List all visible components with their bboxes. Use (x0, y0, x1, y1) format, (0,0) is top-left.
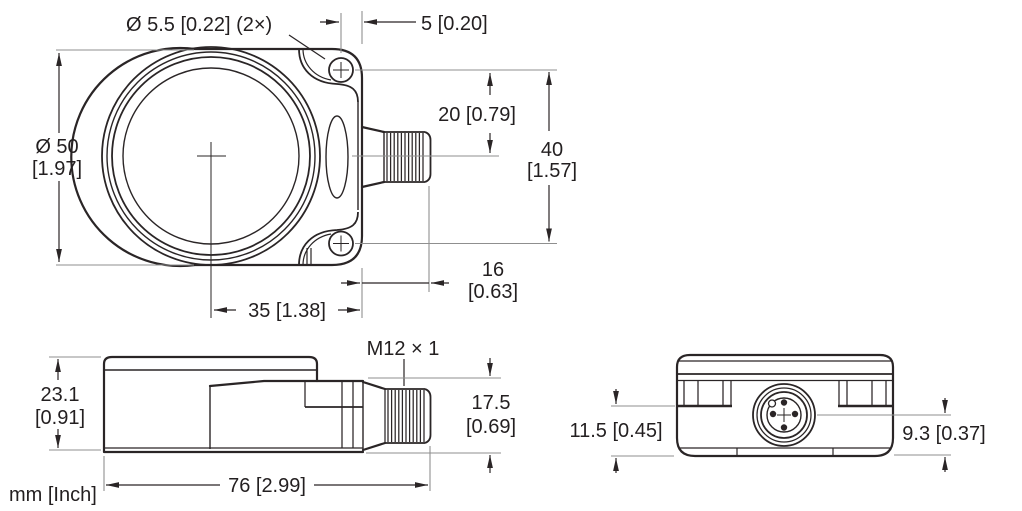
front-body-outline (70, 46, 364, 268)
corner-pocket-bottom (298, 211, 359, 266)
threads-front (386, 133, 424, 181)
corner-pocket-top-inner (302, 48, 332, 81)
thread-label: M12 × 1 (367, 338, 440, 386)
mounting-hole-top (328, 57, 354, 83)
dim-body-height: 23.1 [0.91] (35, 356, 101, 451)
dim-connector-length-inch: [0.63] (468, 281, 518, 303)
side-cap-outline (102, 355, 319, 372)
dim-connector-height-inch: [0.69] (466, 416, 516, 438)
mounting-flange-left (677, 381, 732, 408)
dim-connector-height-value: 17.5 (472, 392, 511, 414)
dim-mounting-holes-label: Ø 5.5 [0.22] (2×) (126, 14, 272, 36)
mounting-hole-bottom (328, 230, 354, 257)
dim-connector-length-value: 16 (482, 259, 504, 281)
thread-label-text: M12 × 1 (367, 338, 440, 360)
side-slot (325, 115, 349, 199)
dim-flange-height-value: 11.5 [0.45] (569, 420, 662, 442)
mounting-flange-right (838, 381, 893, 408)
threads-side (387, 390, 425, 442)
dim-center-to-edge: 35 [1.38] (214, 300, 360, 322)
connector-side (361, 380, 432, 452)
connector-rear-face (752, 383, 816, 447)
dim-body-height-value: 23.1 (41, 384, 80, 406)
dim-hole-to-edge: 5 [0.20] (320, 11, 488, 53)
pin-2 (769, 410, 777, 418)
pin-4 (780, 424, 788, 431)
dim-body-length: 76 [2.99] (103, 446, 431, 497)
side-view: M12 × 1 23.1 [0.91] 76 [2.99] 17.5 [0.69… (35, 338, 516, 497)
dim-connector-offset-value: 9.3 [0.37] (902, 423, 985, 445)
center-crosshair (197, 142, 226, 318)
pin-1 (780, 399, 788, 406)
rear-view: 11.5 [0.45] 9.3 [0.37] (569, 353, 986, 473)
connector-front (360, 125, 432, 189)
dim-mounting-holes: Ø 5.5 [0.22] (2×) (126, 14, 326, 60)
bottom-edge-seam (306, 248, 312, 264)
dim-face-diameter: Ø 50 [1.97] (32, 49, 194, 266)
corner-pocket-top (298, 48, 359, 103)
dim-hole-spacing-value: 40 (541, 139, 563, 161)
front-view: Ø 50 [1.97] Ø 5.5 [0.22] (2×) 5 [0.20] 2… (32, 11, 577, 322)
units-note: mm [Inch] (9, 484, 97, 506)
dim-connector-length: 16 [0.63] (341, 186, 518, 318)
dim-hole-spacing: 40 [1.57] (355, 72, 577, 245)
rear-body-outline (675, 353, 895, 458)
corner-pocket-bottom-inner (302, 233, 332, 266)
dim-hole-spacing-inch: [1.57] (527, 160, 577, 182)
dim-flange-height: 11.5 [0.45] (569, 389, 675, 473)
dim-body-length-value: 76 [2.99] (228, 475, 306, 497)
dim-connector-height: 17.5 [0.69] (366, 358, 516, 473)
dim-connector-offset: 9.3 [0.37] (894, 398, 986, 472)
dim-face-diameter-inch: [1.97] (32, 158, 82, 180)
dim-face-diameter-value: Ø 50 (35, 136, 78, 158)
dim-body-height-inch: [0.91] (35, 407, 85, 429)
dim-hole-to-edge-value: 5 [0.20] (421, 13, 488, 35)
pin-3 (791, 410, 799, 418)
side-body-outline (102, 368, 365, 454)
dim-center-to-hole: 20 [0.79] (352, 69, 557, 157)
keyway-notch (767, 399, 777, 408)
dim-center-to-hole-value: 20 [0.79] (438, 104, 516, 126)
dim-center-to-edge-value: 35 [1.38] (248, 300, 326, 322)
side-rear-block (208, 379, 365, 388)
